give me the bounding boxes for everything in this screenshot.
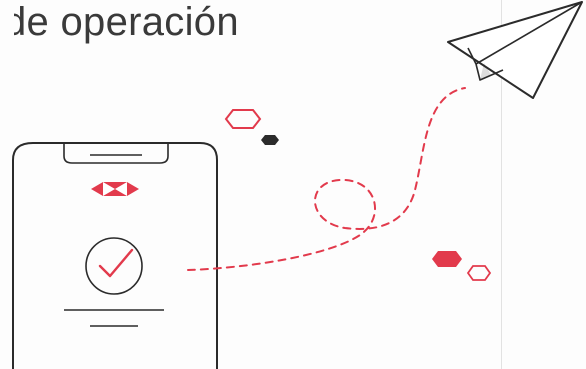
page-heading: de operación — [4, 0, 239, 44]
brand-logo-icon — [91, 182, 139, 196]
hexagon-filled-icon — [432, 251, 462, 267]
page-divider — [501, 0, 502, 369]
paper-plane-icon — [447, 1, 583, 99]
hexagon-small-outline-icon — [466, 265, 492, 281]
flight-path — [187, 87, 466, 271]
hexagon-outline-icon — [224, 109, 262, 129]
phone-icon — [12, 142, 218, 369]
checkmark-icon — [85, 237, 143, 295]
hexagon-dark-icon — [261, 135, 279, 145]
heading-crop — [0, 0, 14, 60]
